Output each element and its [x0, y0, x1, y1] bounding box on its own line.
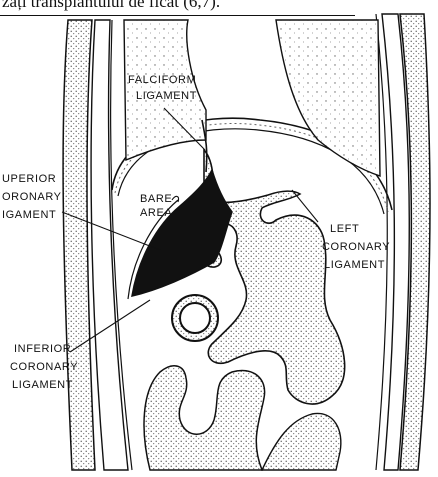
label-inferior-coronary-ligament: INFERIOR CORONARY LIGAMENT	[10, 343, 78, 391]
bare-area-label-line-1: BARE	[140, 193, 172, 205]
left-coronary-label-line-2: CORONARY	[322, 241, 390, 253]
diaphragm	[112, 20, 392, 214]
inferior-coronary-label-line-1: INFERIOR	[14, 343, 71, 355]
falciform-label-line-2: LIGAMENT	[136, 90, 197, 102]
left-coronary-label-line-3: LIGAMENT	[324, 259, 385, 271]
bare-area-region	[132, 170, 232, 296]
label-left-coronary-ligament: LEFT CORONARY LIGAMENT	[322, 223, 390, 271]
superior-coronary-label-line-1: UPERIOR	[2, 173, 56, 185]
label-bare-area: BARE AREA	[140, 193, 172, 219]
superior-coronary-label-line-3: IGAMENT	[2, 209, 56, 221]
label-superior-coronary-ligament: UPERIOR ORONARY IGAMENT	[2, 173, 62, 221]
left-coronary-label-line-1: LEFT	[330, 223, 359, 235]
left-body-wall	[63, 20, 132, 470]
bare-area-label-line-2: AREA	[140, 207, 172, 219]
inferior-coronary-label-line-2: CORONARY	[10, 361, 78, 373]
falciform-label-line-1: FALCIFORM	[128, 74, 196, 86]
superior-coronary-label-line-2: ORONARY	[2, 191, 62, 203]
inferior-coronary-label-line-3: LIGAMENT	[12, 379, 73, 391]
